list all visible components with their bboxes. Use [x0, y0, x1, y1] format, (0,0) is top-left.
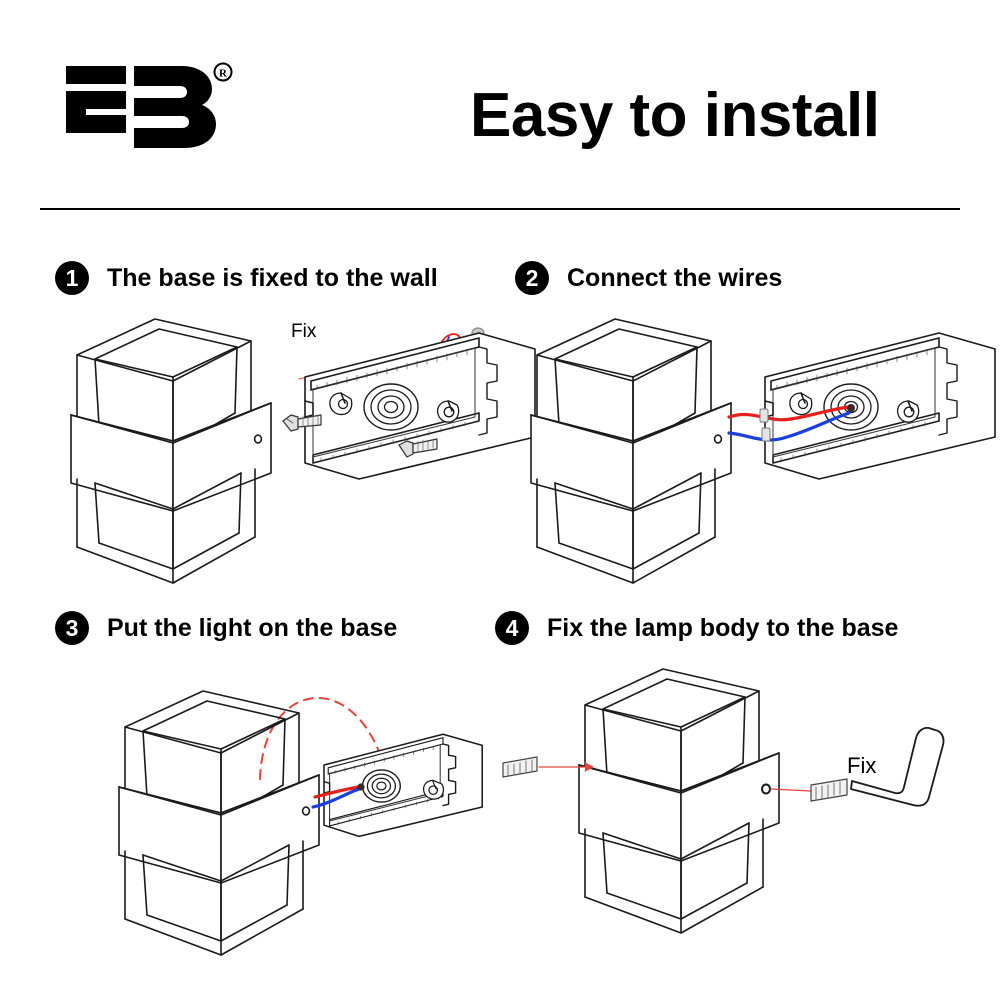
- step-4-illustration: Fix: [495, 647, 965, 957]
- eb-brand-logo-icon: R: [62, 58, 242, 158]
- lamp-screw-hole: [253, 434, 263, 444]
- machine-screw-left: [282, 414, 322, 432]
- step-4: 4 Fix the lamp body to the base: [495, 605, 965, 965]
- step-4-number-badge: 4: [495, 611, 529, 645]
- red-wire: [313, 785, 361, 799]
- step-1-header: 1 The base is fixed to the wall: [55, 255, 438, 301]
- registered-trademark-icon: R: [213, 62, 233, 82]
- step-1: 1 The base is fixed to the wall: [55, 255, 536, 615]
- terminal-connector: [759, 408, 771, 442]
- header: R Easy to install: [0, 0, 1000, 210]
- step-4-label: Fix the lamp body to the base: [547, 613, 899, 642]
- blue-wire: [311, 787, 361, 809]
- step-2-illustration: [515, 297, 996, 607]
- step-2-number-badge: 2: [515, 261, 549, 295]
- step-3-label: Put the light on the base: [107, 613, 398, 642]
- plate-keyhole-left: [789, 392, 813, 416]
- lamp-screw-hole: [761, 783, 771, 795]
- mounting-plate: [304, 332, 536, 480]
- fix-label-4: Fix: [847, 753, 876, 778]
- machine-screw-lower: [398, 438, 438, 458]
- mounting-plate: [323, 733, 483, 838]
- step-3-number-badge: 3: [55, 611, 89, 645]
- mounting-plate: [764, 332, 996, 480]
- rotation-arc-dashed: [259, 697, 386, 780]
- step-2: 2 Connect the wires: [515, 255, 996, 615]
- step-1-label: The base is fixed to the wall: [107, 263, 438, 292]
- wire-entry-point: [357, 783, 365, 791]
- lamp-screw-hole: [301, 806, 311, 816]
- plate-keyhole-right: [422, 779, 445, 800]
- step-1-illustration: Fix: [55, 297, 536, 607]
- blue-wire: [727, 411, 851, 442]
- step-3: 3 Put the light on the base: [55, 605, 525, 965]
- plate-keyhole-left: [329, 392, 353, 416]
- alignment-guide-line-left: [538, 762, 594, 772]
- step-1-number-badge: 1: [55, 261, 89, 295]
- header-divider: [40, 208, 960, 210]
- wall-lamp-body: [578, 668, 780, 934]
- page-title: Easy to install: [470, 81, 880, 150]
- plate-keyhole-right: [896, 400, 920, 423]
- wall-lamp-body: [118, 690, 320, 956]
- red-wire: [727, 405, 851, 422]
- svg-text:R: R: [219, 68, 228, 80]
- steps-container: 1 The base is fixed to the wall: [0, 210, 1000, 1000]
- step-2-label: Connect the wires: [567, 263, 783, 292]
- hex-allen-key: [850, 726, 945, 807]
- grub-screw-left: [502, 756, 538, 778]
- step-3-illustration: [55, 647, 525, 957]
- fix-label-1: Fix: [291, 321, 317, 342]
- step-4-header: 4 Fix the lamp body to the base: [495, 605, 898, 651]
- wall-lamp-body: [70, 318, 272, 584]
- plate-center-hole: [363, 383, 419, 431]
- wall-lamp-body: [530, 318, 732, 584]
- step-2-header: 2 Connect the wires: [515, 255, 782, 301]
- step-3-header: 3 Put the light on the base: [55, 605, 397, 651]
- plate-keyhole-right: [436, 400, 460, 423]
- lamp-screw-hole: [713, 434, 723, 444]
- alignment-guide-line-right: [770, 788, 812, 792]
- grub-screw-right: [810, 778, 848, 802]
- wire-entry-point: [847, 404, 855, 412]
